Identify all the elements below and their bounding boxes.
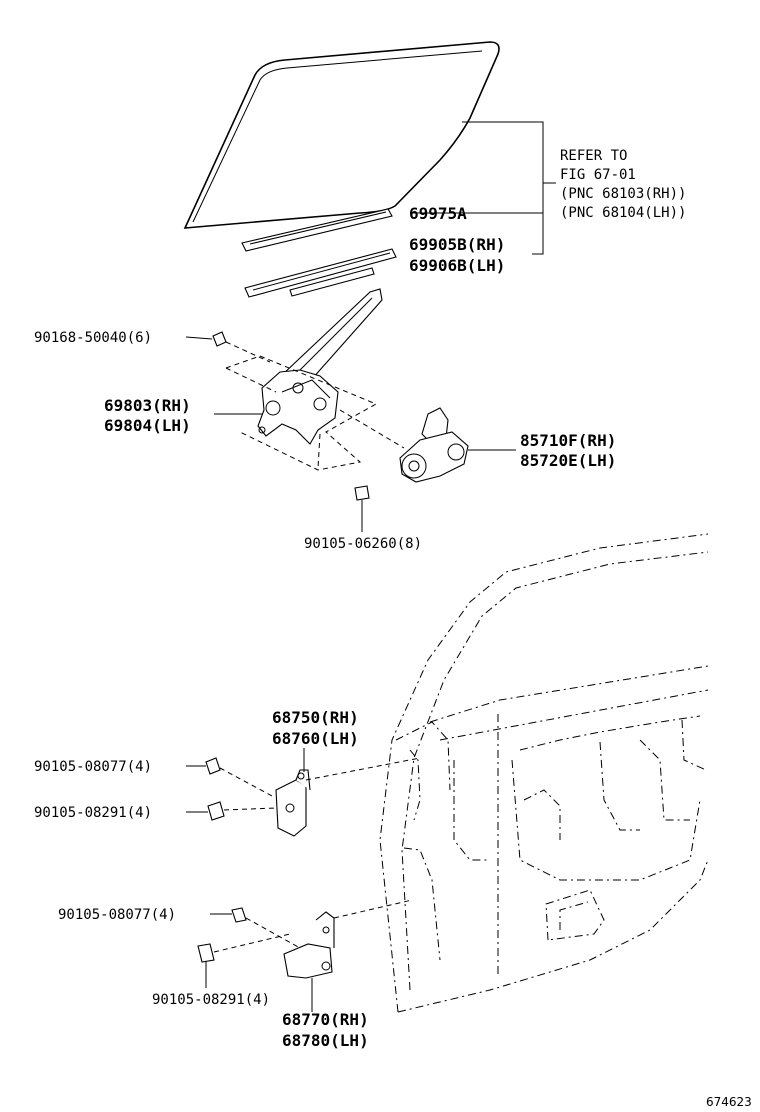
label-run-channel[interactable]: 69975A [409,204,467,223]
run-channel[interactable] [241,208,393,252]
label-motor-lh[interactable]: 85720E(LH) [520,451,616,470]
label-weatherstrip-rh[interactable]: 69905B(RH) [409,235,505,254]
refer-line-2: FIG 67-01 [560,167,636,183]
label-weatherstrip-lh[interactable]: 69906B(LH) [409,256,505,275]
upper-hinge-bolt-b[interactable] [207,801,277,821]
lower-hinge-bolt-a[interactable] [231,907,301,949]
door-glass[interactable] [183,41,500,229]
label-lower-hinge-bolt-b[interactable]: 90105-08291(4) [152,992,270,1008]
leader-regulator-bolt [185,336,213,340]
label-upper-hinge-rh[interactable]: 68750(RH) [272,708,359,727]
belt-weatherstrip[interactable] [244,248,397,298]
refer-line-1: REFER TO [560,148,627,164]
label-motor-bolt[interactable]: 90105-06260(8) [304,536,422,552]
label-lower-hinge-rh[interactable]: 68770(RH) [282,1010,369,1029]
lower-hinge[interactable] [283,899,413,1012]
window-regulator[interactable] [257,288,383,445]
label-upper-hinge-lh[interactable]: 68760(LH) [272,729,359,748]
refer-line-4: (PNC 68104(LH)) [560,205,686,221]
label-regulator-rh[interactable]: 69803(RH) [104,396,191,415]
label-lower-hinge-lh[interactable]: 68780(LH) [282,1031,369,1050]
label-regulator-lh[interactable]: 69804(LH) [104,416,191,435]
refer-line-3: (PNC 68103(RH)) [560,186,686,202]
upper-hinge-bolt-a[interactable] [205,757,273,797]
upper-hinge[interactable] [275,748,421,837]
label-motor-rh[interactable]: 85710F(RH) [520,431,616,450]
lower-hinge-bolt-b[interactable] [197,933,291,963]
label-upper-hinge-bolt-b[interactable]: 90105-08291(4) [34,805,152,821]
door-shell [379,533,709,1013]
figure-id: 674623 [706,1095,752,1109]
reference-bracket [462,121,556,255]
motor-bolt[interactable] [354,485,370,532]
label-upper-hinge-bolt-a[interactable]: 90105-08077(4) [34,759,152,775]
label-regulator-bolt[interactable]: 90168-50040(6) [34,330,152,346]
regulator-motor[interactable] [339,407,469,483]
regulator-guide-outline [225,355,378,471]
regulator-bolt[interactable] [212,331,271,363]
label-lower-hinge-bolt-a[interactable]: 90105-08077(4) [58,907,176,923]
